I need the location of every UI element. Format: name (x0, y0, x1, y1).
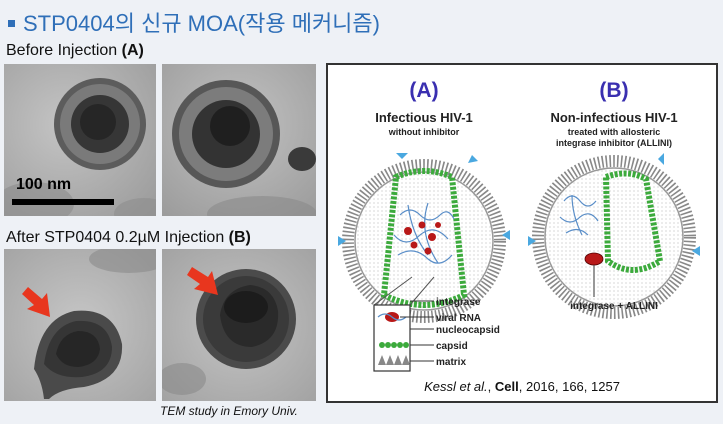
slide-title: STP0404의 신규 MOA(작용 메커니즘) (8, 6, 380, 38)
scale-bar (12, 199, 114, 205)
integrase-allini-icon (584, 252, 604, 266)
after-injection-label: After STP0404 0.2µM Injection (B) (6, 229, 251, 247)
after-tag: (B) (228, 229, 251, 246)
citation-journal: Cell (495, 379, 519, 394)
viral-rna-outside (559, 194, 599, 236)
title-bullet (8, 19, 15, 27)
legend-integrase: integrase (436, 297, 481, 308)
virion-a: integrase viral RNA nucleocapsid capsid … (338, 153, 510, 372)
em-image-before-2 (162, 64, 316, 216)
em-image-before-1 (4, 64, 156, 216)
legend-matrix: matrix (436, 357, 466, 368)
panel-a-subtitle: without inhibitor (388, 127, 460, 137)
panel-b-title: Non-infectious HIV-1 (550, 110, 677, 125)
capsid-cone-empty (602, 170, 664, 273)
citation-etal: et al. (456, 379, 488, 394)
em-image-after-1 (4, 249, 156, 401)
em-image-after-2 (162, 249, 316, 401)
red-arrow-icon (22, 287, 50, 317)
hiv-diagram-panel: (A) (B) Infectious HIV-1 without inhibit… (326, 63, 718, 403)
citation: Kessl et al., Cell, 2016, 166, 1257 (424, 379, 620, 394)
legend-viral-rna: viral RNA (436, 313, 481, 324)
before-injection-label: Before Injection (A) (6, 42, 144, 60)
panel-a-tag: (A) (409, 79, 438, 102)
panel-b-subtitle-2: integrase inhibitor (ALLINI) (556, 138, 672, 148)
integrase-icon (404, 221, 441, 255)
before-label-text: Before Injection (6, 42, 118, 59)
panel-a-title: Infectious HIV-1 (375, 110, 473, 125)
before-tag: (A) (121, 42, 144, 59)
envelope-protein-icon (528, 153, 700, 256)
scale-bar-label: 100 nm (16, 176, 72, 193)
slide-title-text: STP0404의 신규 MOA(작용 메커니즘) (23, 11, 380, 36)
hiv-diagram: (A) (B) Infectious HIV-1 without inhibit… (338, 79, 700, 394)
legend-nucleocapsid: nucleocapsid (436, 325, 500, 336)
citation-rest: , 2016, 166, 1257 (519, 379, 620, 394)
viral-rna (393, 202, 455, 264)
capsid-cone (380, 168, 468, 308)
tem-caption: TEM study in Emory Univ. (160, 404, 298, 418)
virion-b: integrase + ALLINI (528, 153, 700, 319)
envelope-protein-icon (338, 153, 510, 246)
red-arrow-icon (187, 267, 218, 295)
citation-author: Kessl (424, 379, 457, 394)
panel-b-tag: (B) (599, 79, 628, 102)
integrase-allini-label: integrase + ALLINI (570, 301, 658, 312)
after-label-text: After STP0404 0.2µM Injection (6, 229, 225, 246)
panel-b-subtitle-1: treated with allosteric (568, 127, 661, 137)
legend-capsid: capsid (436, 341, 468, 352)
